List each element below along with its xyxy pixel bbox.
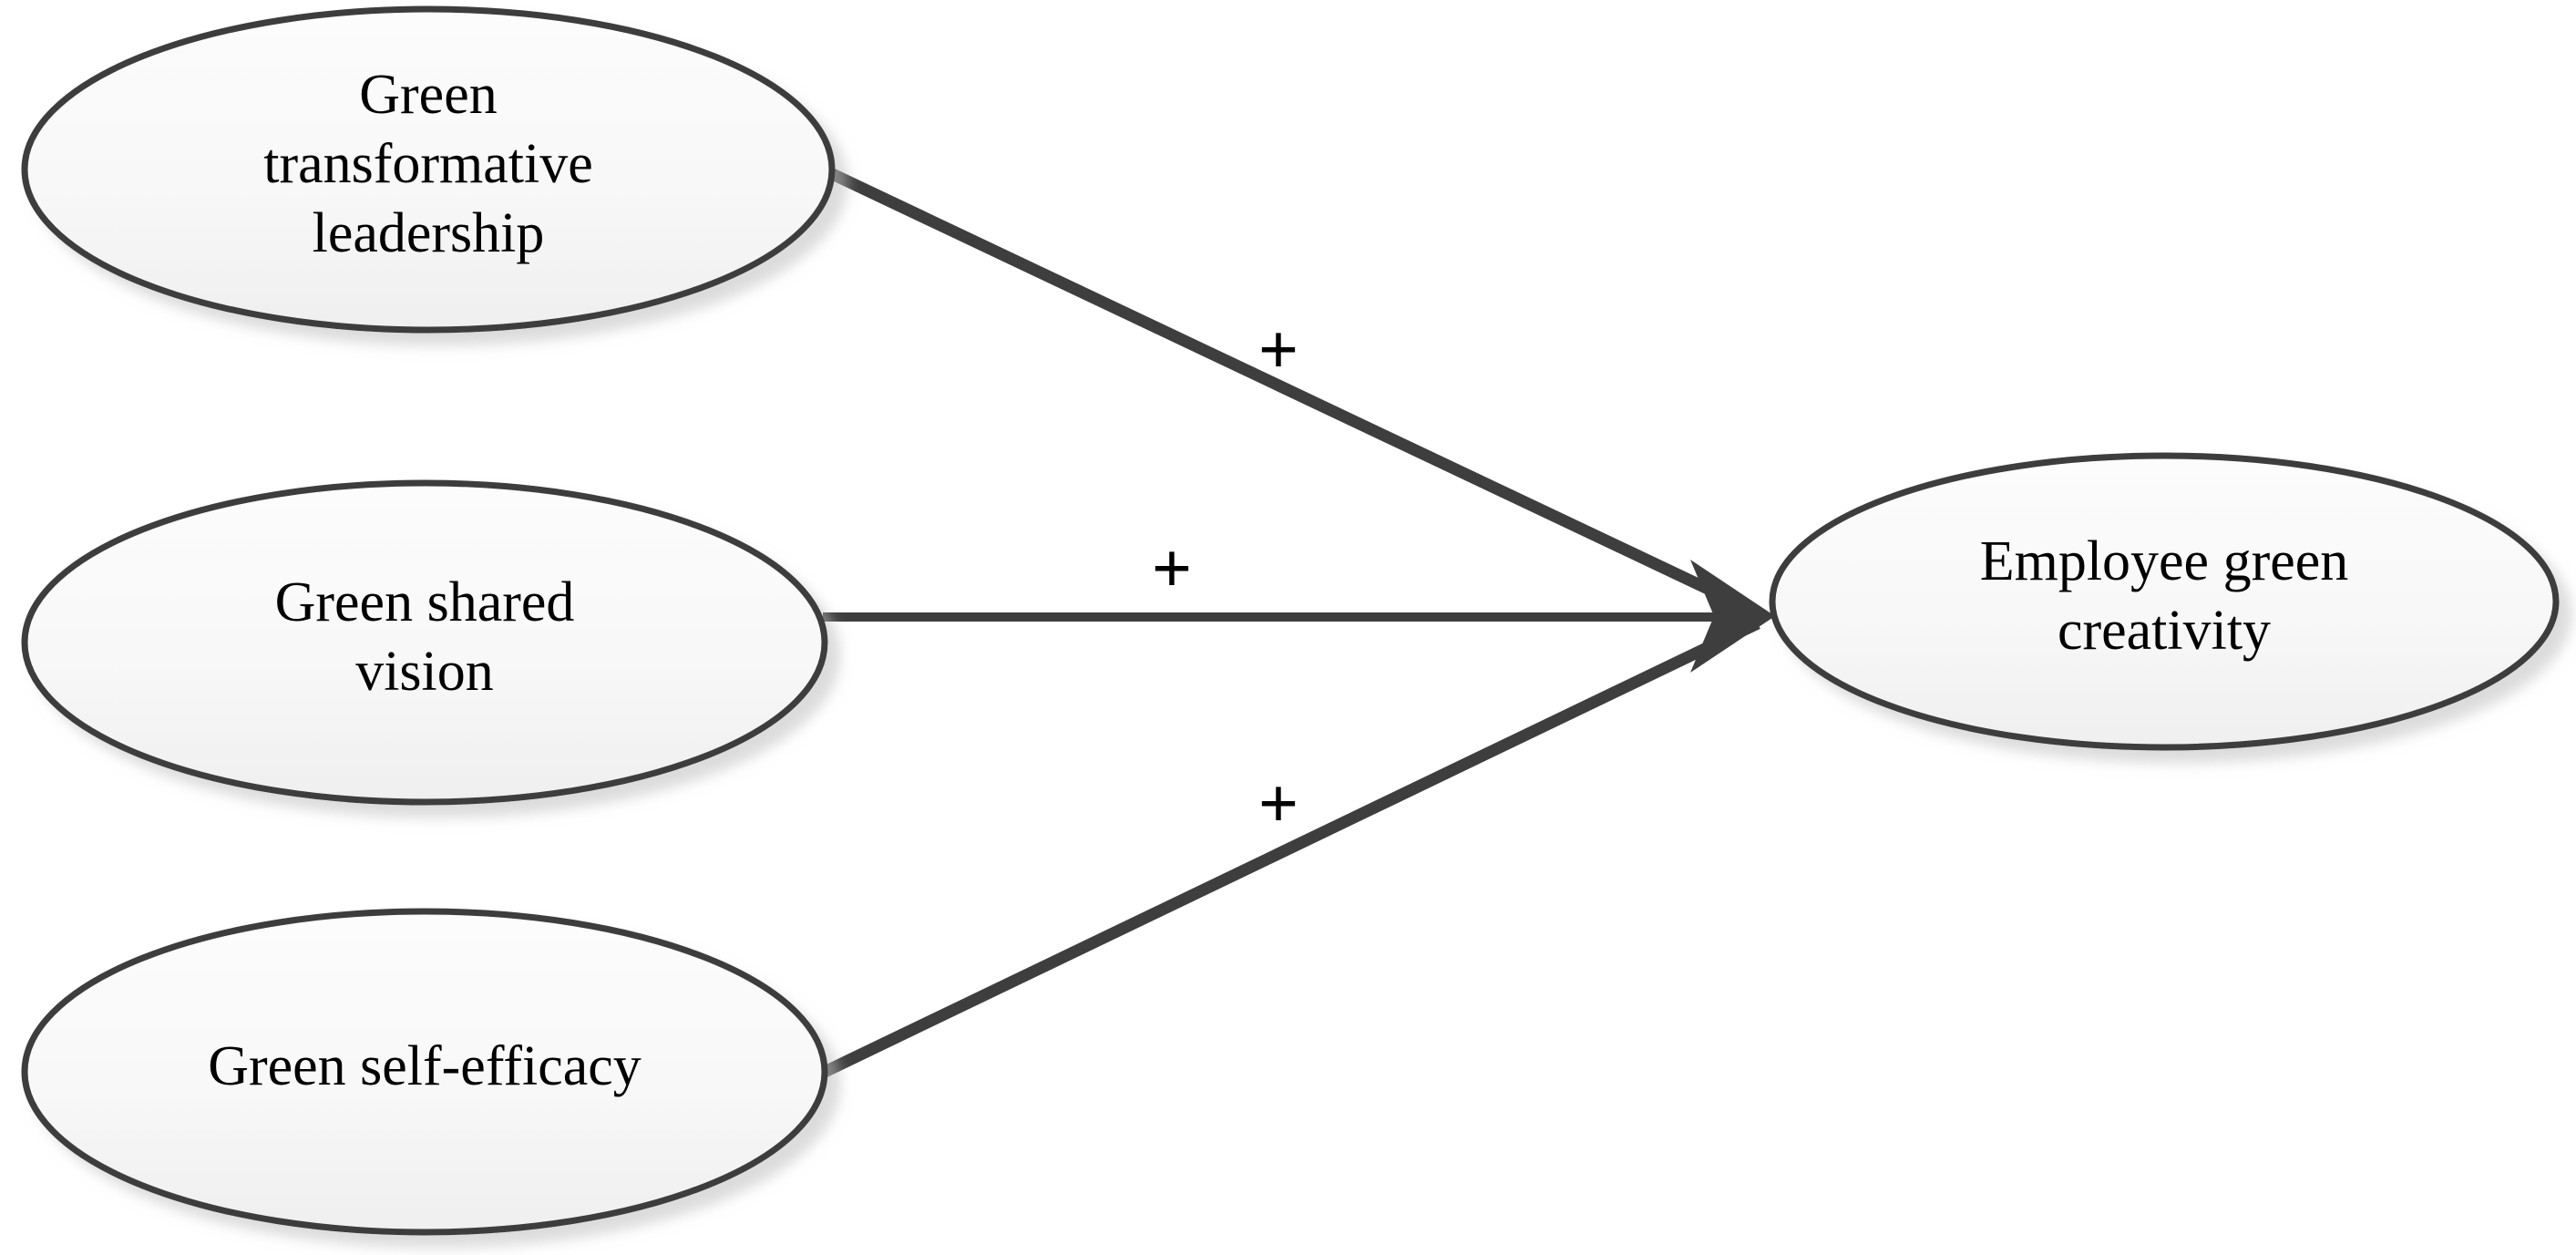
node-label: Employee green creativity	[1980, 530, 2349, 662]
node-label: Green transformative leadership	[263, 64, 593, 264]
node-green-self-efficacy[interactable]: Green self-efficacy	[21, 908, 828, 1236]
edge-sign-labels: + + +	[1152, 310, 1298, 843]
edge-sign-gse: +	[1258, 764, 1298, 843]
edge-gse-to-egc	[820, 618, 1760, 1078]
node-label-line: creativity	[2058, 600, 2271, 662]
nodes-layer: Green transformative leadership Green shar…	[21, 5, 2560, 1236]
edge-gtl-to-egc	[820, 164, 1760, 618]
node-green-shared-vision[interactable]: Green shared vision	[21, 479, 828, 806]
edge-sign-gtl: +	[1258, 310, 1298, 389]
node-label: Green self-efficacy	[208, 1035, 641, 1097]
node-label-line: Green	[359, 64, 497, 126]
arrowhead-icon	[1690, 560, 1775, 673]
node-label: Green shared vision	[275, 571, 575, 703]
node-label-line: Green shared	[275, 571, 575, 633]
node-label-line: transformative	[263, 133, 593, 195]
node-employee-green-creativity[interactable]: Employee green creativity	[1769, 452, 2560, 751]
node-label-line: vision	[355, 641, 494, 703]
node-ellipse	[21, 5, 836, 334]
node-ellipse	[1769, 452, 2560, 751]
node-label-line: Green self-efficacy	[208, 1035, 641, 1097]
node-ellipse	[21, 908, 828, 1236]
edge-sign-gsv: +	[1152, 529, 1192, 608]
node-ellipse	[21, 479, 828, 806]
node-green-transformative-leadership[interactable]: Green transformative leadership	[21, 5, 836, 334]
node-label-line: Employee green	[1980, 530, 2349, 592]
edges-layer	[820, 164, 1775, 1078]
node-label-line: leadership	[313, 202, 545, 264]
